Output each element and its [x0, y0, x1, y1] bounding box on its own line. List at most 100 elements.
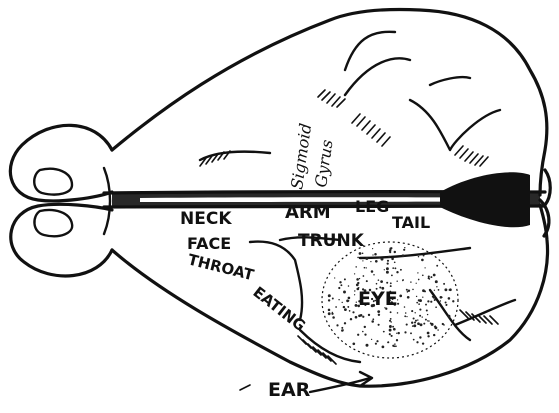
stipple-dot [389, 320, 391, 322]
stipple-dot [418, 279, 420, 281]
stipple-dot [438, 289, 440, 291]
stipple-dot [357, 257, 359, 259]
label-throat: THROAT [186, 250, 256, 284]
stipple-dot [406, 316, 407, 317]
stipple-dot [404, 306, 406, 308]
stipple-dot [348, 297, 351, 300]
stipple-dot [394, 261, 396, 263]
stipple-dot [332, 298, 334, 300]
stipple-dot [377, 310, 380, 313]
stipple-dot [396, 339, 398, 341]
stipple-dot [406, 324, 408, 326]
stipple-dot [328, 294, 331, 297]
stipple-dot [354, 290, 355, 291]
stipple-dot [350, 318, 352, 320]
stipple-dot [349, 310, 351, 312]
stipple-dot [417, 272, 418, 273]
stipple-dot [404, 247, 405, 248]
stipple-dot [419, 315, 421, 317]
stipple-dot [416, 341, 418, 343]
stipple-dot [430, 301, 432, 303]
stipple-dot [389, 247, 392, 250]
stipple-dot [413, 324, 416, 327]
stipple-dot [332, 312, 333, 313]
stipple-dot [386, 267, 389, 270]
stipple-dot [376, 340, 378, 342]
stipple-dot [352, 311, 354, 313]
stipple-dot [334, 277, 335, 278]
stipple-dot [416, 302, 418, 304]
stipple-dot [389, 329, 392, 332]
stipple-dot [364, 326, 366, 328]
stipple-dot [422, 297, 423, 298]
stipple-dot [363, 275, 365, 277]
stipple-dot [452, 300, 454, 302]
label-tail: TAIL [392, 213, 430, 232]
stipple-dot [372, 248, 373, 249]
stipple-dot [423, 255, 425, 257]
stipple-dot [415, 320, 417, 322]
label-gyrus: Gyrus [311, 138, 336, 188]
stipple-dot [416, 296, 417, 297]
stipple-dot [406, 289, 408, 291]
stipple-dot [433, 274, 436, 277]
stipple-dot [347, 306, 349, 308]
stipple-dot [436, 265, 438, 267]
stipple-dot [404, 315, 406, 317]
stipple-dot [390, 285, 392, 287]
stipple-dot [424, 267, 425, 268]
stipple-dot [342, 302, 343, 303]
stipple-dot [434, 290, 435, 291]
stipple-dot [368, 314, 370, 316]
stipple-dot [414, 312, 415, 313]
stipple-dot [386, 282, 388, 284]
stipple-dot [375, 260, 378, 263]
label-eye: EYE [358, 288, 398, 310]
stipple-dot [366, 344, 369, 347]
stipple-dot [379, 257, 381, 259]
stipple-dot [412, 325, 414, 327]
stipple-dot [328, 309, 331, 312]
stipple-dot [394, 251, 396, 253]
stipple-dot [344, 278, 346, 280]
stipple-dot [359, 252, 362, 255]
stipple-dot [426, 309, 428, 311]
stipple-dot [340, 284, 342, 286]
stipple-dot [429, 278, 431, 280]
stipple-dot [378, 279, 380, 281]
stipple-dot [443, 324, 445, 326]
stipple-dot [381, 258, 384, 261]
stipple-dot [391, 274, 393, 276]
stipple-dot [430, 276, 432, 278]
stipple-dot [362, 253, 364, 255]
label-neck: NECK [180, 209, 232, 229]
stipple-dot [387, 260, 389, 262]
stipple-dot [357, 334, 359, 336]
stipple-dot [435, 306, 437, 308]
stipple-dot [390, 311, 392, 313]
stipple-dot [419, 336, 421, 338]
stipple-dot [343, 306, 345, 308]
stipple-dot [418, 303, 420, 305]
stipple-dot [391, 258, 394, 261]
stipple-dot [400, 269, 402, 271]
stipple-dot [422, 274, 424, 276]
stipple-dot [366, 267, 367, 268]
stipple-dot [423, 323, 425, 325]
label-eating: EATING [250, 283, 309, 335]
stipple-dot [387, 342, 388, 343]
stipple-dot [431, 323, 434, 326]
stipple-dot [362, 316, 364, 318]
stipple-dot [355, 316, 358, 319]
stipple-dot [417, 322, 420, 325]
stipple-dot [410, 332, 412, 334]
stipple-dot [402, 254, 405, 257]
stipple-dot [328, 312, 331, 315]
stipple-dot [359, 278, 360, 279]
stipple-dot [396, 271, 398, 273]
stipple-dot [407, 296, 410, 299]
stipple-dot [354, 294, 355, 295]
stipple-dot [392, 326, 394, 328]
stipple-dot [433, 296, 436, 299]
